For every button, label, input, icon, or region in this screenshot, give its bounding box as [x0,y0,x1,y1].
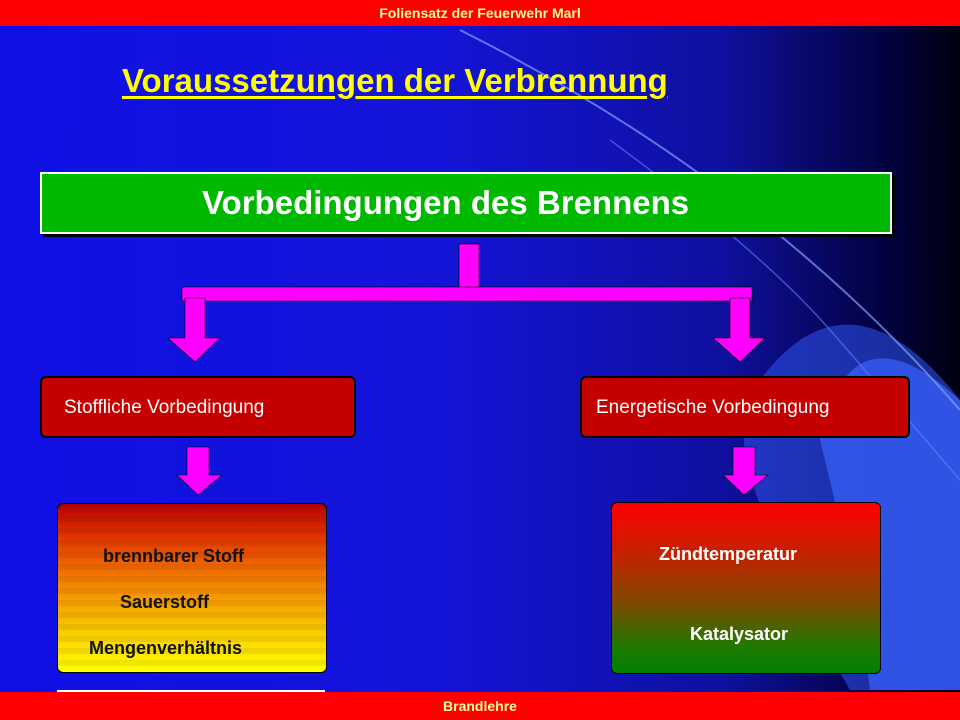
header-bar: Foliensatz der Feuerwehr Marl [0,0,960,26]
footer-bar: Brandlehre [0,692,960,720]
item-ignition-temperature: Zündtemperatur [659,544,798,564]
material-items-box: brennbarer Stoff Sauerstoff Mengenverhäl… [57,503,327,673]
slide-title: Voraussetzungen der Verbrennung [122,62,668,99]
header-text: Foliensatz der Feuerwehr Marl [379,5,581,21]
material-condition-label: Stoffliche Vorbedingung [64,397,265,418]
connector-bar [181,286,753,302]
item-ratio: Mengenverhältnis [89,638,243,658]
item-fuel: brennbarer Stoff [103,546,245,566]
divider-line [57,690,325,692]
arrow-down-right-lower-icon [722,446,769,496]
item-oxygen: Sauerstoff [120,592,210,612]
connector-stem [458,243,480,293]
energetic-condition-label: Energetische Vorbedingung [596,397,830,418]
arrow-down-right-icon [712,297,766,363]
energetic-items-box: Zündtemperatur Katalysator [611,502,881,674]
arrow-down-left-lower-icon [176,446,223,496]
main-condition-box: Vorbedingungen des Brennens [40,172,892,234]
footer-text: Brandlehre [443,698,517,714]
main-condition-label: Vorbedingungen des Brennens [202,184,690,221]
item-catalyst: Katalysator [690,624,789,644]
material-condition-box: Stoffliche Vorbedingung [40,376,356,438]
energetic-condition-box: Energetische Vorbedingung [580,376,910,438]
arrow-down-left-icon [167,297,221,363]
